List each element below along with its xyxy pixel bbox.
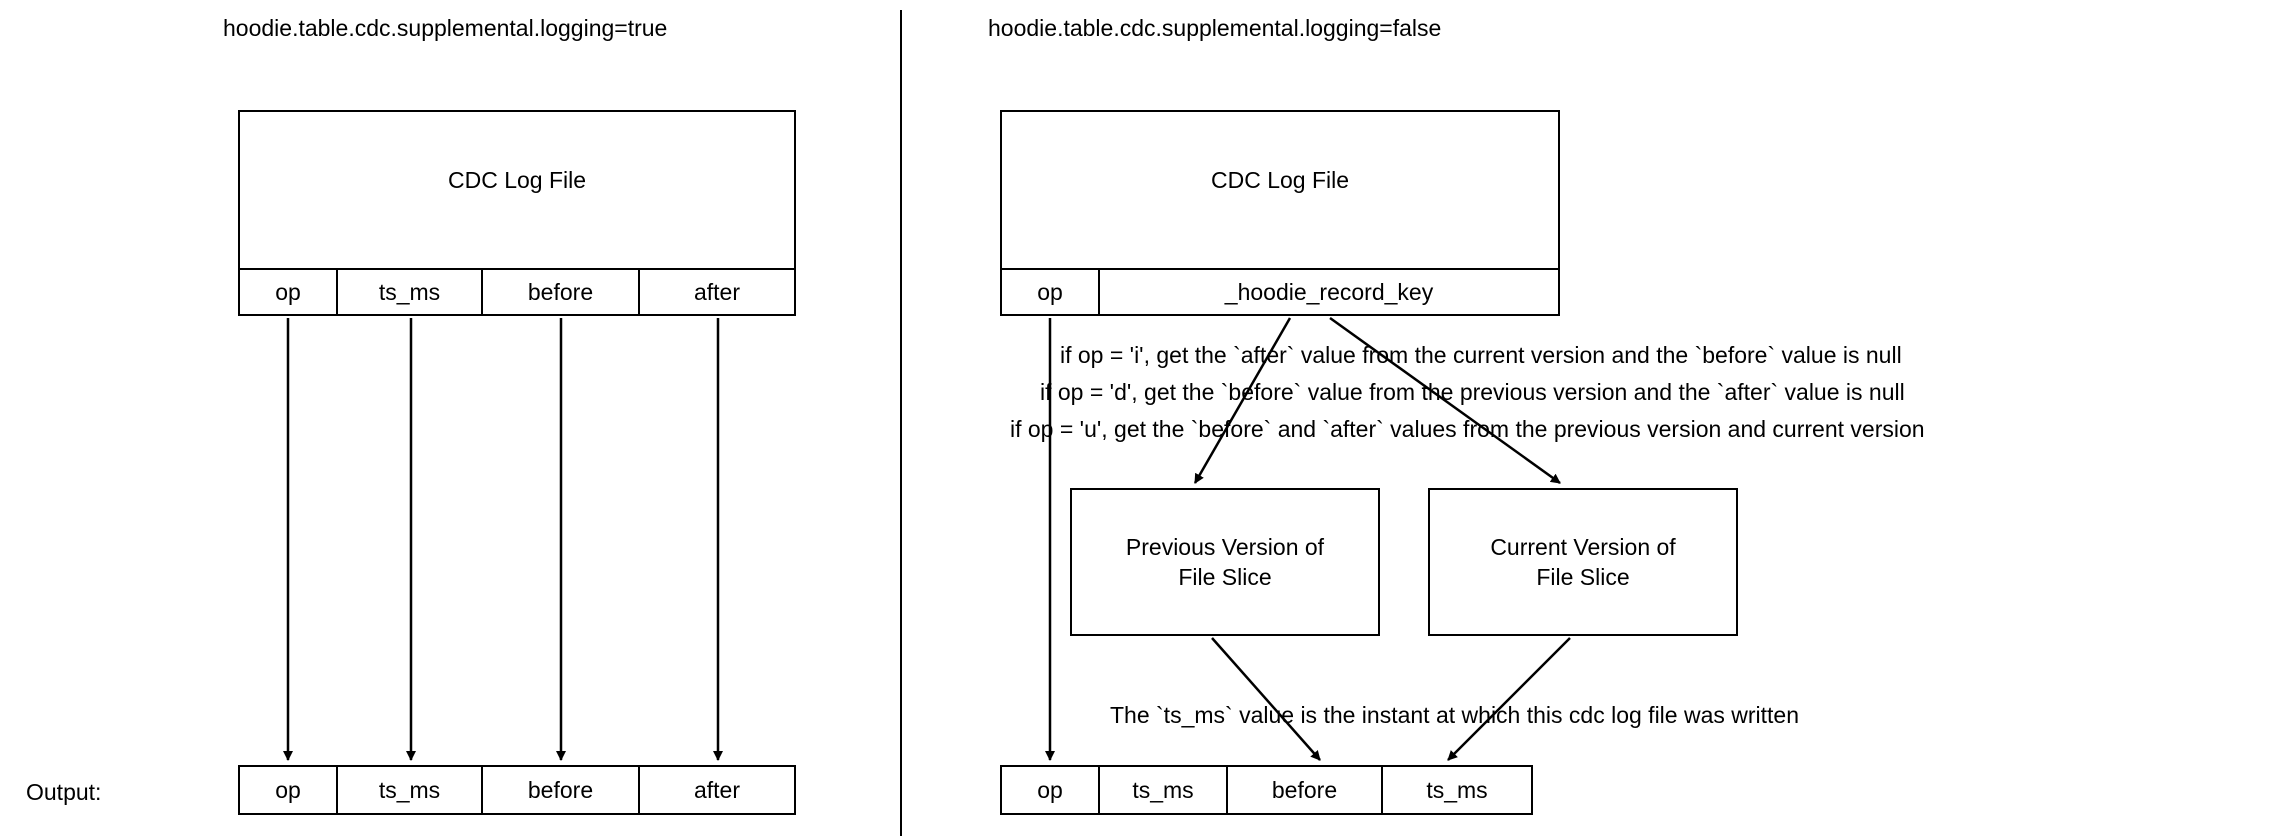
right-output-column-op: op xyxy=(1000,765,1100,815)
left-log-column-op: op xyxy=(238,268,338,316)
right-output-column-ts-ms-2: ts_ms xyxy=(1383,765,1533,815)
ts-ms-note: The `ts_ms` value is the instant at whic… xyxy=(1110,702,1800,728)
current-version-file-slice-box: Current Version of File Slice xyxy=(1428,488,1738,636)
right-cdc-log-file-box: CDC Log File xyxy=(1000,110,1560,270)
rule-line-insert: if op = 'i', get the `after` value from … xyxy=(1060,342,1902,368)
current-version-file-slice-text: Current Version of File Slice xyxy=(1490,532,1675,592)
rule-line-delete: if op = 'd', get the `before` value from… xyxy=(1040,379,1905,405)
previous-version-line-1: Previous Version of xyxy=(1125,534,1325,560)
right-log-column-hoodie-record-key: _hoodie_record_key xyxy=(1100,268,1560,316)
right-output-column-before: before xyxy=(1228,765,1383,815)
left-output-column-after: after xyxy=(640,765,796,815)
left-log-column-after: after xyxy=(640,268,796,316)
left-log-column-before: before xyxy=(483,268,640,316)
left-output-column-op: op xyxy=(238,765,338,815)
right-output-column-ts-ms: ts_ms xyxy=(1100,765,1228,815)
left-panel-title: hoodie.table.cdc.supplemental.logging=tr… xyxy=(223,15,668,41)
left-log-column-ts-ms: ts_ms xyxy=(338,268,483,316)
arrow-current-version-to-output xyxy=(1447,637,1571,761)
left-output-column-before: before xyxy=(483,765,640,815)
previous-version-line-2: File Slice xyxy=(1178,564,1272,590)
panel-divider xyxy=(900,10,902,836)
current-version-line-2: File Slice xyxy=(1536,564,1630,590)
previous-version-file-slice-box: Previous Version of File Slice xyxy=(1070,488,1380,636)
current-version-line-1: Current Version of xyxy=(1490,534,1676,560)
right-panel-title: hoodie.table.cdc.supplemental.logging=fa… xyxy=(988,15,1442,41)
previous-version-file-slice-text: Previous Version of File Slice xyxy=(1126,532,1324,592)
right-log-column-op: op xyxy=(1000,268,1100,316)
rule-line-update: if op = 'u', get the `before` and `after… xyxy=(1010,416,1925,442)
left-output-label: Output: xyxy=(26,779,102,805)
left-cdc-log-file-box: CDC Log File xyxy=(238,110,796,270)
left-output-column-ts-ms: ts_ms xyxy=(338,765,483,815)
right-cdc-log-file-label: CDC Log File xyxy=(1210,167,1350,193)
arrow-previous-version-to-output xyxy=(1211,637,1321,761)
left-cdc-log-file-label: CDC Log File xyxy=(447,167,587,193)
